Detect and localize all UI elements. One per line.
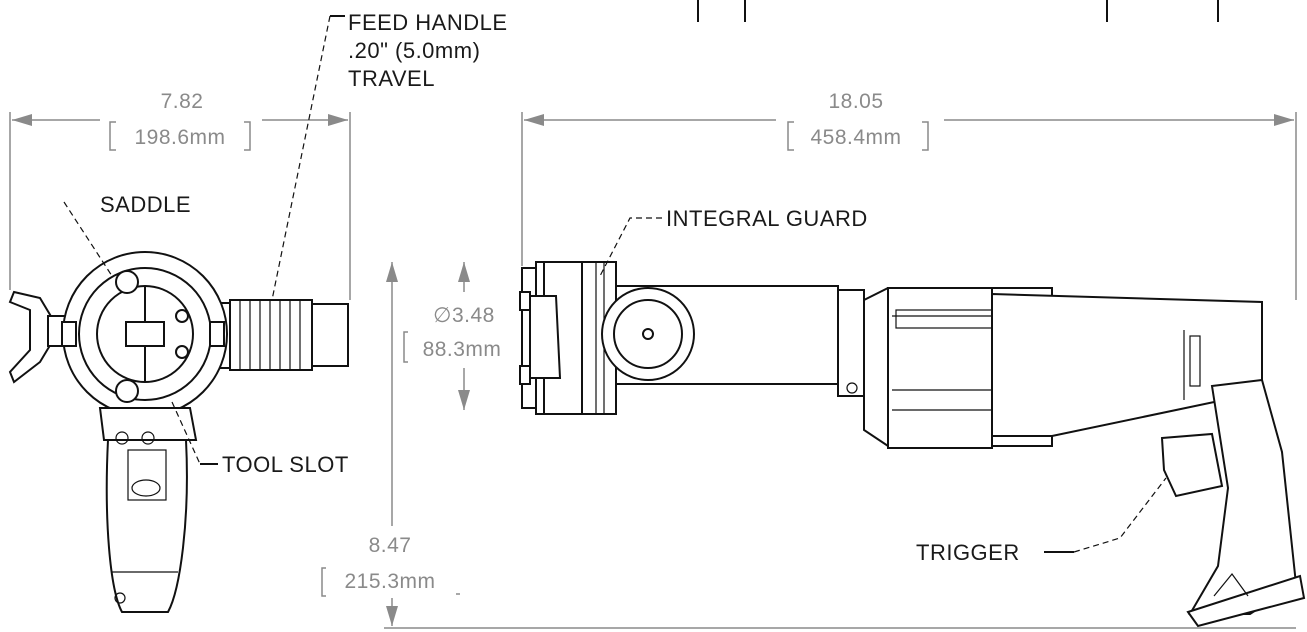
label-integral-guard: INTEGRAL GUARD [666, 206, 868, 231]
saddle-ring [61, 251, 228, 417]
dim-overall-length-mm: 458.4mm [810, 126, 901, 149]
feed-wheel [601, 287, 695, 381]
feed-handle-leader [271, 15, 331, 301]
motor-housing [863, 287, 1263, 449]
dim-overall-length [521, 112, 1297, 300]
side-view [519, 261, 1306, 628]
feed-handle [229, 299, 349, 371]
end-handle [105, 431, 188, 613]
label-feed-handle-2: .20" (5.0mm) [348, 38, 480, 63]
label-feed-handle-1: FEED HANDLE [348, 10, 508, 35]
trigger-part [1160, 432, 1224, 498]
dim-overall-length-in: 18.05 [828, 90, 883, 113]
label-feed-handle-3: TRAVEL [348, 66, 435, 91]
tool-slot-leader [171, 401, 201, 465]
dim-end-width-in: 7.82 [161, 90, 204, 113]
dim-diameter [403, 262, 470, 410]
dim-height-in: 8.47 [369, 534, 412, 557]
top-edge-ticks [697, 0, 1219, 22]
trigger-leader [1073, 477, 1167, 553]
dim-diameter-in: ∅3.48 [433, 304, 495, 327]
saddle-leader [63, 201, 113, 277]
label-tool-slot: TOOL SLOT [222, 452, 349, 477]
label-saddle: SADDLE [100, 192, 191, 217]
dim-diameter-mm: 88.3mm [423, 338, 502, 361]
label-trigger: TRIGGER [916, 540, 1020, 565]
dim-height-mm: 215.3mm [344, 570, 435, 593]
dim-end-width [9, 112, 351, 300]
dim-height [321, 262, 1296, 629]
pistol-grip [1186, 378, 1306, 628]
dim-end-width-mm: 198.6mm [134, 126, 225, 149]
end-view [8, 251, 349, 613]
integral-guard-leader [599, 217, 662, 277]
clamp-head [519, 261, 617, 415]
